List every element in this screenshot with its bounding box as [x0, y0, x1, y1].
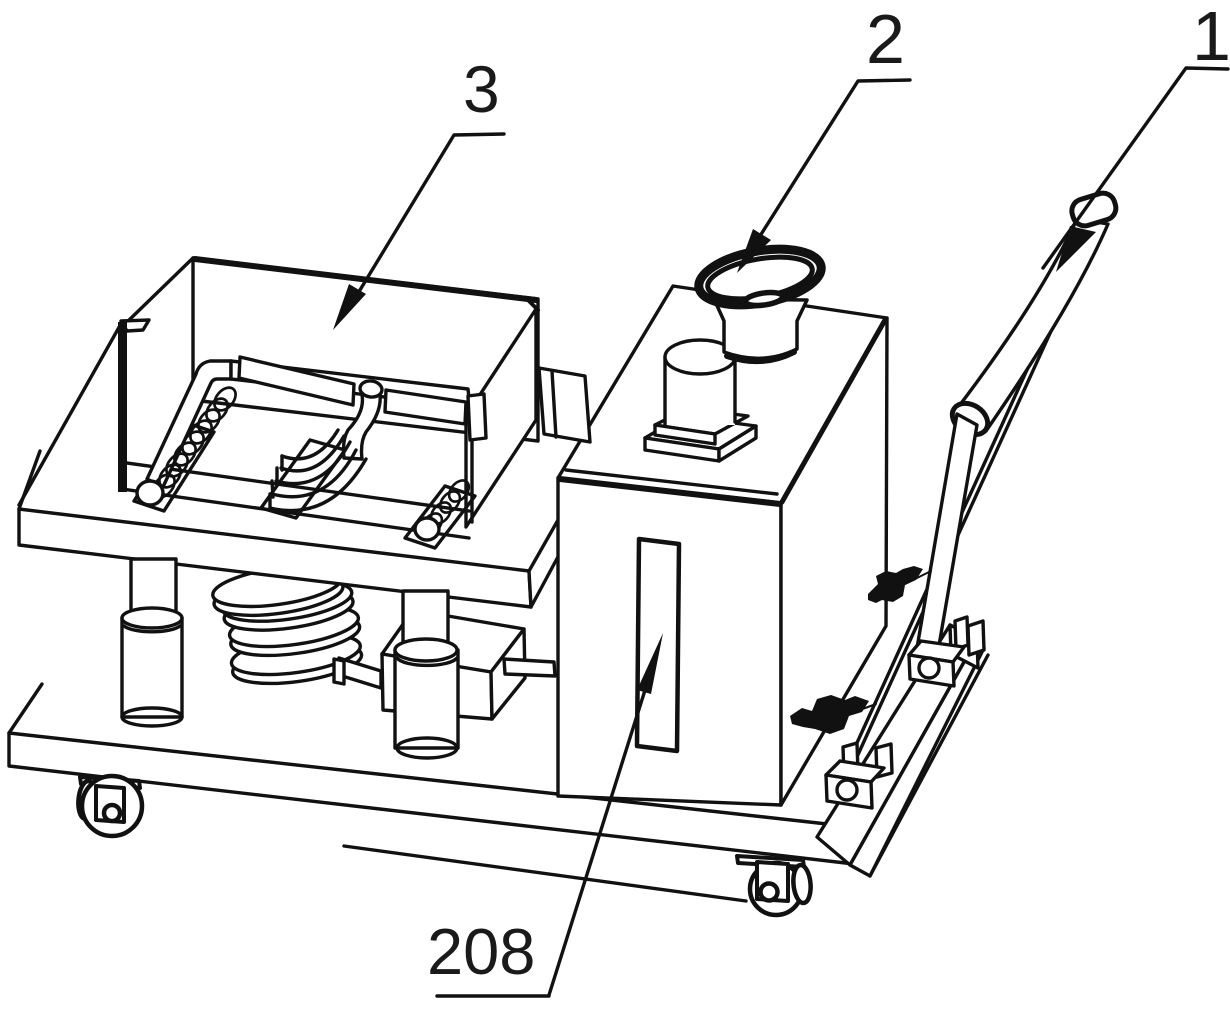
svg-text:2: 2: [866, 0, 905, 78]
svg-text:3: 3: [463, 52, 500, 126]
svg-text:1: 1: [1192, 0, 1230, 75]
svg-text:208: 208: [427, 915, 535, 988]
